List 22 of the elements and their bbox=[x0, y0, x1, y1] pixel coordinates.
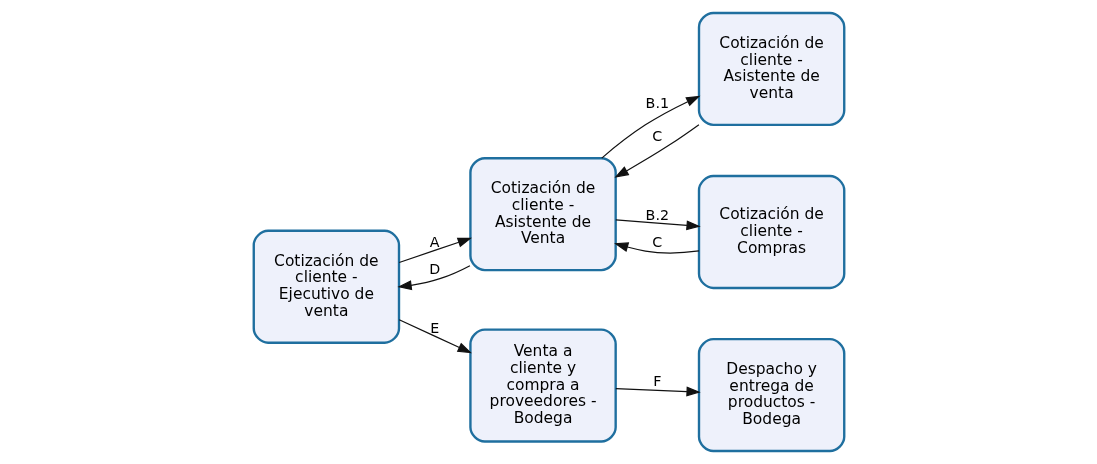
arrow bbox=[396, 265, 471, 291]
node-box: Cotización de cliente - Ejecutivo de venta bbox=[252, 229, 400, 344]
edge-label: F bbox=[652, 373, 661, 390]
arrow bbox=[398, 319, 472, 354]
arrow bbox=[398, 237, 472, 264]
node-box: Cotización de cliente - Compras bbox=[697, 174, 845, 290]
edge-label: C bbox=[651, 234, 662, 250]
arrow bbox=[614, 219, 701, 231]
node-box: Venta a cliente y compra a proveedores - Bodega bbox=[468, 328, 617, 443]
edge-label: E bbox=[429, 319, 439, 336]
arrow bbox=[614, 386, 701, 397]
node-box: Cotización de cliente - Asistente de Venta bbox=[468, 157, 617, 272]
node-box: Despacho y entrega de productos - Bodega bbox=[697, 337, 845, 453]
edge-label: C bbox=[651, 128, 662, 145]
node-box: Cotización de cliente - Asistente de venta bbox=[697, 11, 845, 127]
arrow bbox=[600, 95, 700, 159]
edge-label: B.1 bbox=[645, 94, 669, 111]
edge-label: A bbox=[429, 234, 440, 250]
edge-label: B.2 bbox=[645, 206, 669, 223]
arrow bbox=[613, 124, 699, 178]
arrow bbox=[613, 242, 700, 254]
edge-label: D bbox=[428, 261, 440, 278]
